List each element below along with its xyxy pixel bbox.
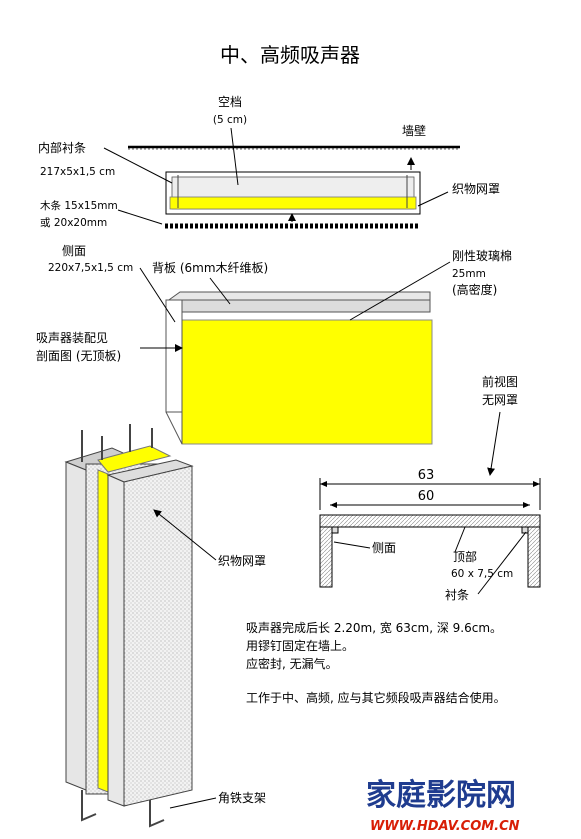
bracket-label: 角铁支架 xyxy=(218,791,266,805)
panel-back xyxy=(181,299,431,313)
back-label: 背板 (6mm木纤维板) xyxy=(152,261,268,275)
perspective-view: 织物网罩 角铁支架 xyxy=(64,424,266,828)
panel-view: 侧面 220x7,5x1,5 cm 背板 (6mm木纤维板) 刚性玻璃棉 25m… xyxy=(36,244,512,445)
outer-width: 63 xyxy=(418,468,435,483)
note-4: 工作于中、高频, 应与其它频段吸声器结合使用。 xyxy=(246,690,506,705)
section-side-left xyxy=(319,526,333,588)
air-gap-label: 空档 xyxy=(218,95,242,109)
wool-density: (高密度) xyxy=(452,282,497,297)
panel-wool xyxy=(181,319,433,445)
front-view-label-2: 无网罩 xyxy=(482,393,518,407)
panel-side-perspective xyxy=(65,461,87,791)
section-top-size: 60 x 7,5 cm xyxy=(451,568,513,580)
wall-label: 墙壁 xyxy=(402,123,426,138)
panel-side xyxy=(165,299,183,413)
wool-layer xyxy=(169,196,417,210)
section-side-right xyxy=(527,526,541,588)
page-title: 中、高频吸声器 xyxy=(220,43,360,67)
section-top xyxy=(319,514,541,528)
section-strip-label: 衬条 xyxy=(445,588,469,602)
inner-strip-label: 内部衬条 xyxy=(38,140,86,155)
fabric-label-perspective: 织物网罩 xyxy=(218,554,266,568)
brand-logo: 家庭影院网 xyxy=(366,778,516,813)
brand-url: WWW.HDAV.COM.CN xyxy=(370,819,520,834)
front-view-label-1: 前视图 xyxy=(482,374,518,389)
side-label: 侧面 xyxy=(62,244,86,258)
inner-width: 60 xyxy=(418,489,435,504)
note-3: 应密封, 无漏气。 xyxy=(246,656,338,671)
side-size: 220x7,5x1,5 cm xyxy=(48,262,133,274)
wood-strip-label: 木条 15x15mm xyxy=(40,199,118,212)
wool-edge-perspective xyxy=(97,469,109,793)
fabric-label-top: 织物网罩 xyxy=(452,182,500,196)
section-view: 前视图 无网罩 63 60 侧面 顶部 60 x 7,5 cm 衬条 xyxy=(319,374,541,602)
fabric-cover-perspective xyxy=(123,465,193,807)
wool-thickness: 25mm xyxy=(452,268,486,280)
section-top-label: 顶部 xyxy=(453,549,477,564)
wood-strip-alt: 或 20x20mm xyxy=(40,217,107,229)
inner-strip-size: 217x5x1,5 cm xyxy=(40,166,115,178)
assembly-note-2: 剖面图 (无顶板) xyxy=(36,349,121,363)
section-side-label: 侧面 xyxy=(372,541,396,555)
note-1: 吸声器完成后长 2.20m, 宽 63cm, 深 9.6cm。 xyxy=(246,620,502,635)
notes: 吸声器完成后长 2.20m, 宽 63cm, 深 9.6cm。 用镠钉固定在墙上… xyxy=(246,620,506,705)
note-2: 用镠钉固定在墙上。 xyxy=(246,638,354,653)
top-view: 空档 (5 cm) 墙壁 内部衬条 217x5x1,5 cm 木条 15x15m… xyxy=(38,95,500,229)
wool-label: 刚性玻璃棉 xyxy=(452,249,512,263)
assembly-note-1: 吸声器装配见 xyxy=(36,331,108,345)
angle-bracket xyxy=(81,790,97,822)
air-gap-size: (5 cm) xyxy=(213,114,247,126)
